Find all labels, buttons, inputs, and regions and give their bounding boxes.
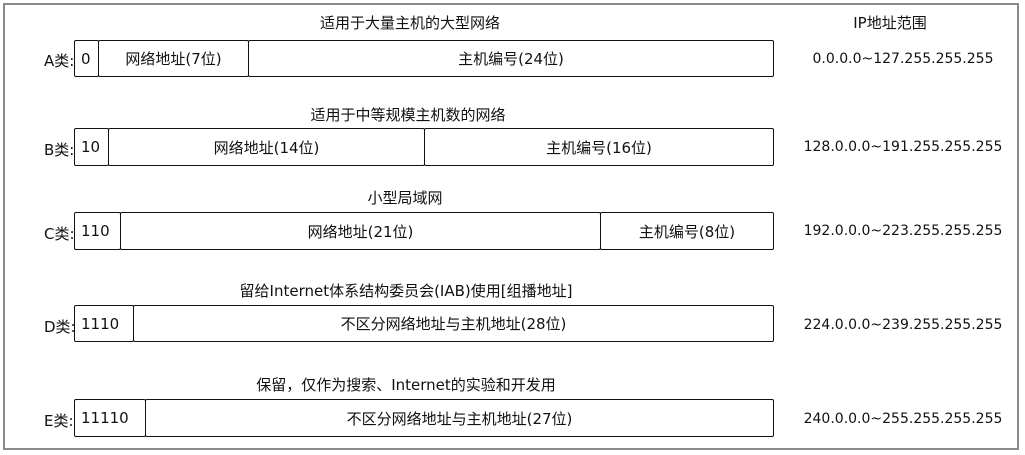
- class-d-caption: 留给Internet体系结构委员会(IAB)使用[组播地址]: [239, 282, 573, 300]
- class-e-label: E类:: [44, 412, 74, 430]
- class-e-range: 240.0.0.0~255.255.255.255: [803, 411, 1003, 427]
- class-b-range: 128.0.0.0~191.255.255.255: [803, 139, 1003, 155]
- class-c-host-field: 主机编号(8位): [600, 212, 774, 250]
- class-b-prefix: 10: [74, 128, 109, 166]
- class-d-prefix: 1110: [74, 305, 134, 342]
- class-c-range: 192.0.0.0~223.255.255.255: [803, 223, 1003, 239]
- class-a-range: 0.0.0.0~127.255.255.255: [812, 51, 994, 67]
- class-d-address-field: 不区分网络地址与主机地址(28位): [133, 305, 774, 342]
- diagram-border: [3, 3, 1019, 450]
- class-e-prefix: 11110: [74, 399, 146, 437]
- class-b-network-field: 网络地址(14位): [108, 128, 425, 166]
- class-c-prefix: 110: [74, 212, 121, 250]
- class-d-range: 224.0.0.0~239.255.255.255: [803, 317, 1003, 333]
- class-a-network-field: 网络地址(7位): [98, 40, 249, 77]
- class-a-caption: 适用于大量主机的大型网络: [319, 14, 501, 32]
- class-c-caption: 小型局域网: [367, 189, 443, 207]
- range-column-title: IP地址范围: [853, 14, 927, 32]
- class-e-caption: 保留，仅作为搜索、Internet的实验和开发用: [256, 376, 556, 394]
- class-d-label: D类:: [44, 318, 76, 336]
- class-a-prefix: 0: [74, 40, 99, 77]
- class-c-label: C类:: [44, 225, 75, 243]
- class-a-host-field: 主机编号(24位): [248, 40, 774, 77]
- class-c-network-field: 网络地址(21位): [120, 212, 601, 250]
- class-b-caption: 适用于中等规模主机数的网络: [310, 106, 506, 124]
- class-e-address-field: 不区分网络地址与主机地址(27位): [145, 399, 774, 437]
- class-b-label: B类:: [44, 141, 75, 159]
- class-a-label: A类:: [44, 52, 75, 70]
- class-b-host-field: 主机编号(16位): [424, 128, 774, 166]
